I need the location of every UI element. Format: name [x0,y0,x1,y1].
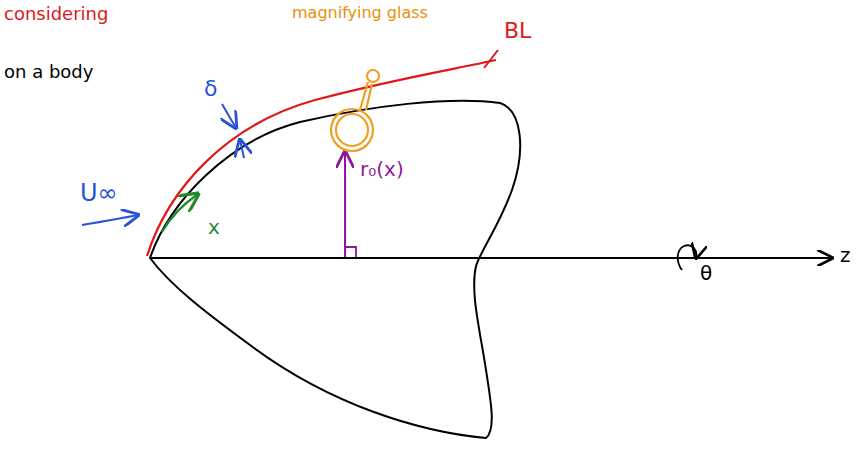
bl-leader [484,50,498,68]
magnifying-glass [331,70,379,151]
freestream-label: U∞ [80,180,118,208]
z-axis [150,257,832,259]
boundary-layer-edge [147,60,496,256]
boundary-layer-label: BL [504,18,531,43]
radius-label: r₀(x) [360,158,404,181]
delta-arrow [222,104,236,128]
right-angle-mark [345,247,356,258]
angle-label: θ [700,262,712,285]
note-text: considering [4,4,108,25]
freestream-arrow [82,215,138,225]
x-arrow [162,194,198,232]
axis-label: z [840,244,851,267]
body-outline [150,101,520,438]
thickness-symbol: δ [204,76,217,101]
theta-arrow [678,245,697,270]
delta-arrow [240,140,244,158]
surface-coordinate-label: x [208,216,220,239]
magnifier-label: magnifying glass [292,4,428,22]
radius-arrow [344,152,346,258]
note-text: on a body [4,62,93,83]
